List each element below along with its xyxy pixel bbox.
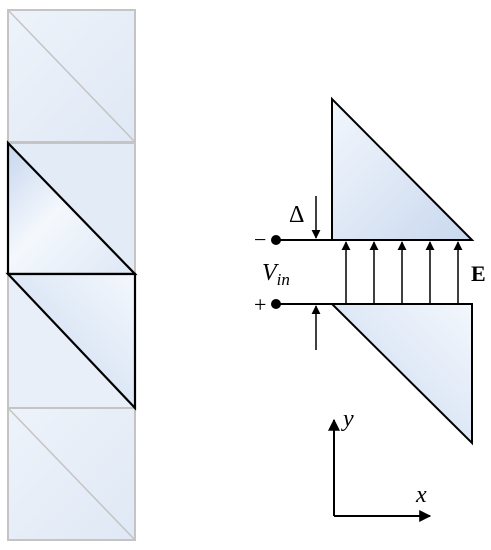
axis-y-label: y xyxy=(341,406,354,432)
active-prism-lower xyxy=(5,272,137,411)
faded-prism-top xyxy=(7,9,136,143)
minus-label: − xyxy=(254,227,266,252)
plus-label: + xyxy=(254,292,266,317)
top-terminal xyxy=(271,235,281,245)
axis-x-label: x xyxy=(415,482,427,508)
active-prism-upper xyxy=(6,140,138,276)
upper-prism xyxy=(331,96,475,241)
prism-schematic: Δ − + Vin E y x xyxy=(254,96,486,522)
field-arrows xyxy=(341,241,463,304)
bottom-terminal xyxy=(271,299,281,309)
axes: y x xyxy=(328,406,432,522)
prism-stack xyxy=(5,9,138,541)
field-label: E xyxy=(471,261,486,286)
faded-prism-bottom xyxy=(7,407,136,541)
vin-label: Vin xyxy=(262,260,290,289)
delta-label: Δ xyxy=(289,202,304,228)
